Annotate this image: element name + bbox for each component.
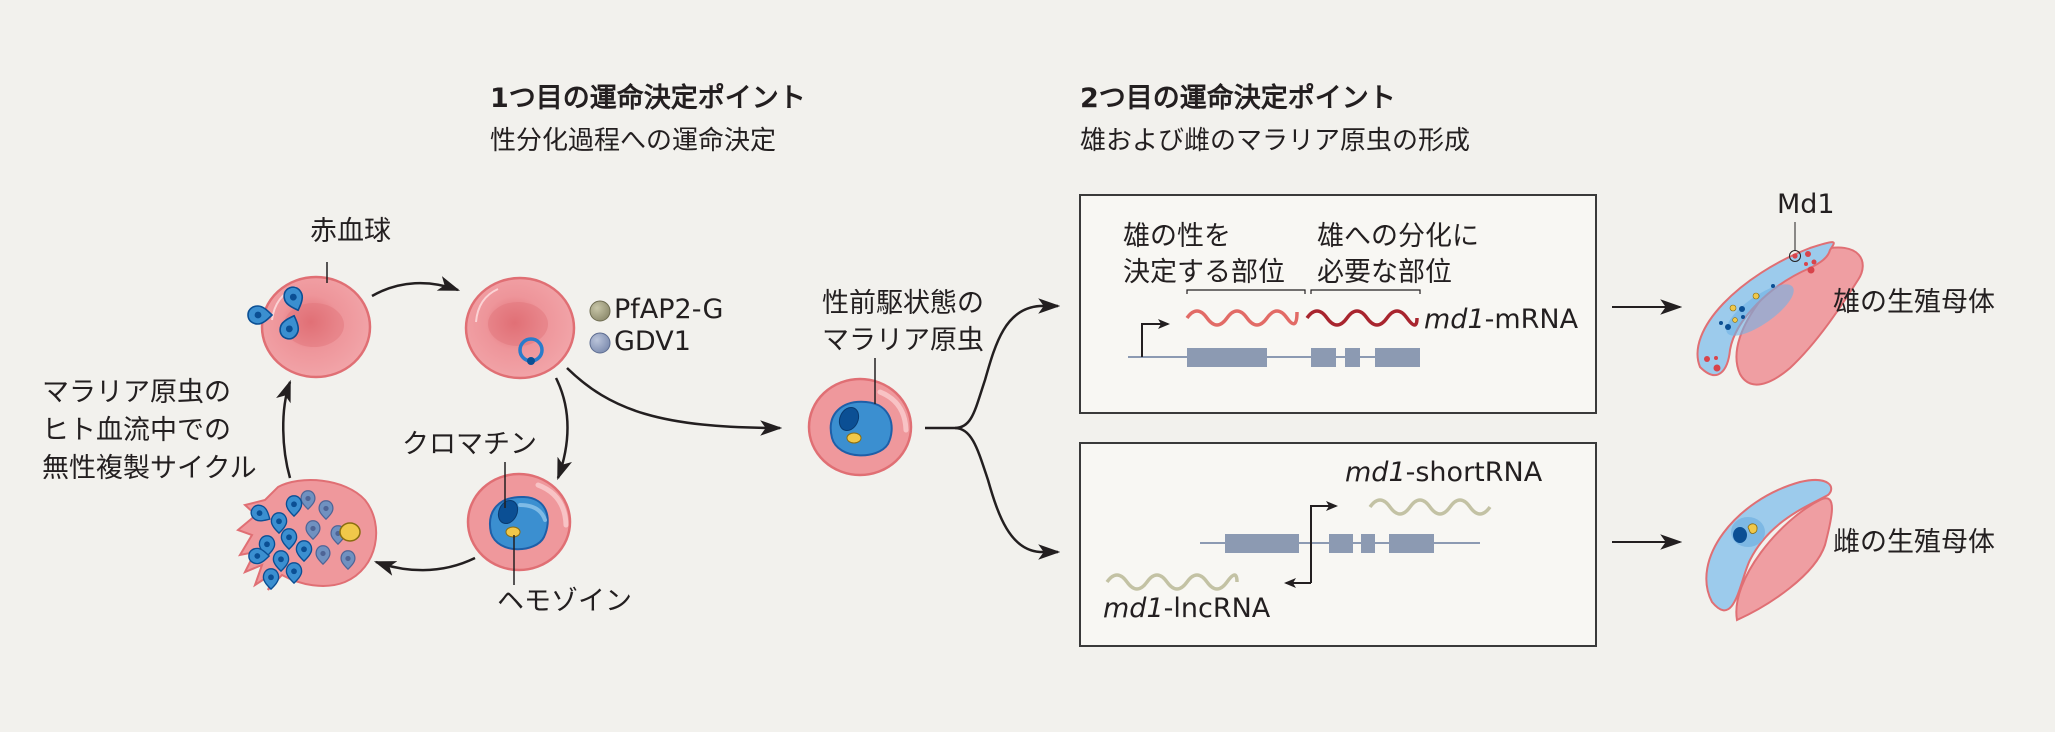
cycle-arrow-2 — [554, 377, 572, 481]
short-rna-label: md1-shortRNA — [1345, 456, 1542, 490]
lnc-rna-wave — [1105, 573, 1239, 591]
lnc-rna-label: md1-lncRNA — [1103, 592, 1270, 626]
branch-arrow-male — [925, 298, 1061, 430]
region1-bracket — [1186, 289, 1306, 294]
rbc-sexual-precursor — [807, 377, 913, 477]
cycle-arrow-4 — [276, 379, 292, 479]
cycle-label-line2: ヒト血流中での — [42, 415, 231, 446]
male-gene-model — [1128, 289, 1421, 367]
lnc-rna-suffix: -lncRNA — [1163, 593, 1271, 624]
mrna-label: md1-mRNA — [1424, 303, 1578, 337]
rbc-ring-stage — [464, 276, 576, 380]
mrna-region1-wave — [1185, 309, 1299, 327]
promoter-arrow-icon — [1141, 319, 1170, 357]
gdv1-marker-icon — [589, 332, 611, 354]
lnc-rna-gene-name: md1 — [1103, 593, 1164, 624]
female-gene-model — [1105, 498, 1492, 591]
mrna-region2-wave — [1305, 309, 1419, 327]
male-gametocyte-label: 雄の生殖母体 — [1833, 287, 1995, 318]
mrna-suffix: -mRNA — [1484, 304, 1579, 335]
branch-arrow-female — [954, 426, 1061, 560]
region2-label-line1: 雄への分化に — [1317, 221, 1479, 252]
cycle-arrow-1 — [371, 276, 461, 298]
legend-pfap2g: PfAP2-G — [614, 294, 724, 325]
hemozoin-label: ヘモゾイン — [497, 586, 632, 617]
female-gametocyte-label: 雌の生殖母体 — [1833, 527, 1995, 558]
short-rna-gene-name: md1 — [1345, 457, 1406, 488]
rbc-uninfected — [260, 275, 372, 379]
region1-label-line1: 雄の性を — [1123, 221, 1231, 252]
rbc-trophozoite — [466, 472, 572, 572]
precursor-label-line2: マラリア原虫 — [822, 325, 984, 356]
precursor-label-line1: 性前駆状態の — [822, 288, 984, 319]
heading-point2-title: 2つ目の運命決定ポイント — [1080, 83, 1396, 114]
male-gene-box — [1079, 194, 1597, 414]
male-gametocyte — [1696, 241, 1864, 386]
short-rna-wave — [1368, 498, 1492, 516]
heading-point1-subtitle: 性分化過程への運命決定 — [490, 126, 777, 156]
rbc-label: 赤血球 — [310, 216, 391, 247]
mrna-gene-name: md1 — [1424, 304, 1485, 335]
female-gametocyte — [1705, 479, 1833, 622]
region2-label-line2: 必要な部位 — [1317, 257, 1452, 288]
legend-gdv1: GDV1 — [614, 326, 691, 357]
heading-point2-subtitle: 雄および雌のマラリア原虫の形成 — [1080, 126, 1471, 156]
md1-label: Md1 — [1777, 189, 1835, 220]
short-rna-suffix: -shortRNA — [1405, 457, 1543, 488]
heading-point1-title: 1つ目の運命決定ポイント — [490, 83, 806, 114]
chromatin-label: クロマチン — [402, 429, 537, 460]
cycle-label-line1: マラリア原虫の — [42, 377, 231, 408]
region2-bracket — [1310, 289, 1421, 294]
cycle-label-line3: 無性複製サイクル — [42, 453, 257, 484]
region1-label-line2: 決定する部位 — [1123, 257, 1285, 288]
sense-promoter-arrow-icon — [1310, 501, 1338, 583]
cycle-arrow-3 — [373, 556, 476, 576]
pfap2g-marker-icon — [589, 300, 611, 322]
rbc-bursting-schizont — [236, 479, 378, 591]
commitment-arrow — [566, 367, 783, 436]
